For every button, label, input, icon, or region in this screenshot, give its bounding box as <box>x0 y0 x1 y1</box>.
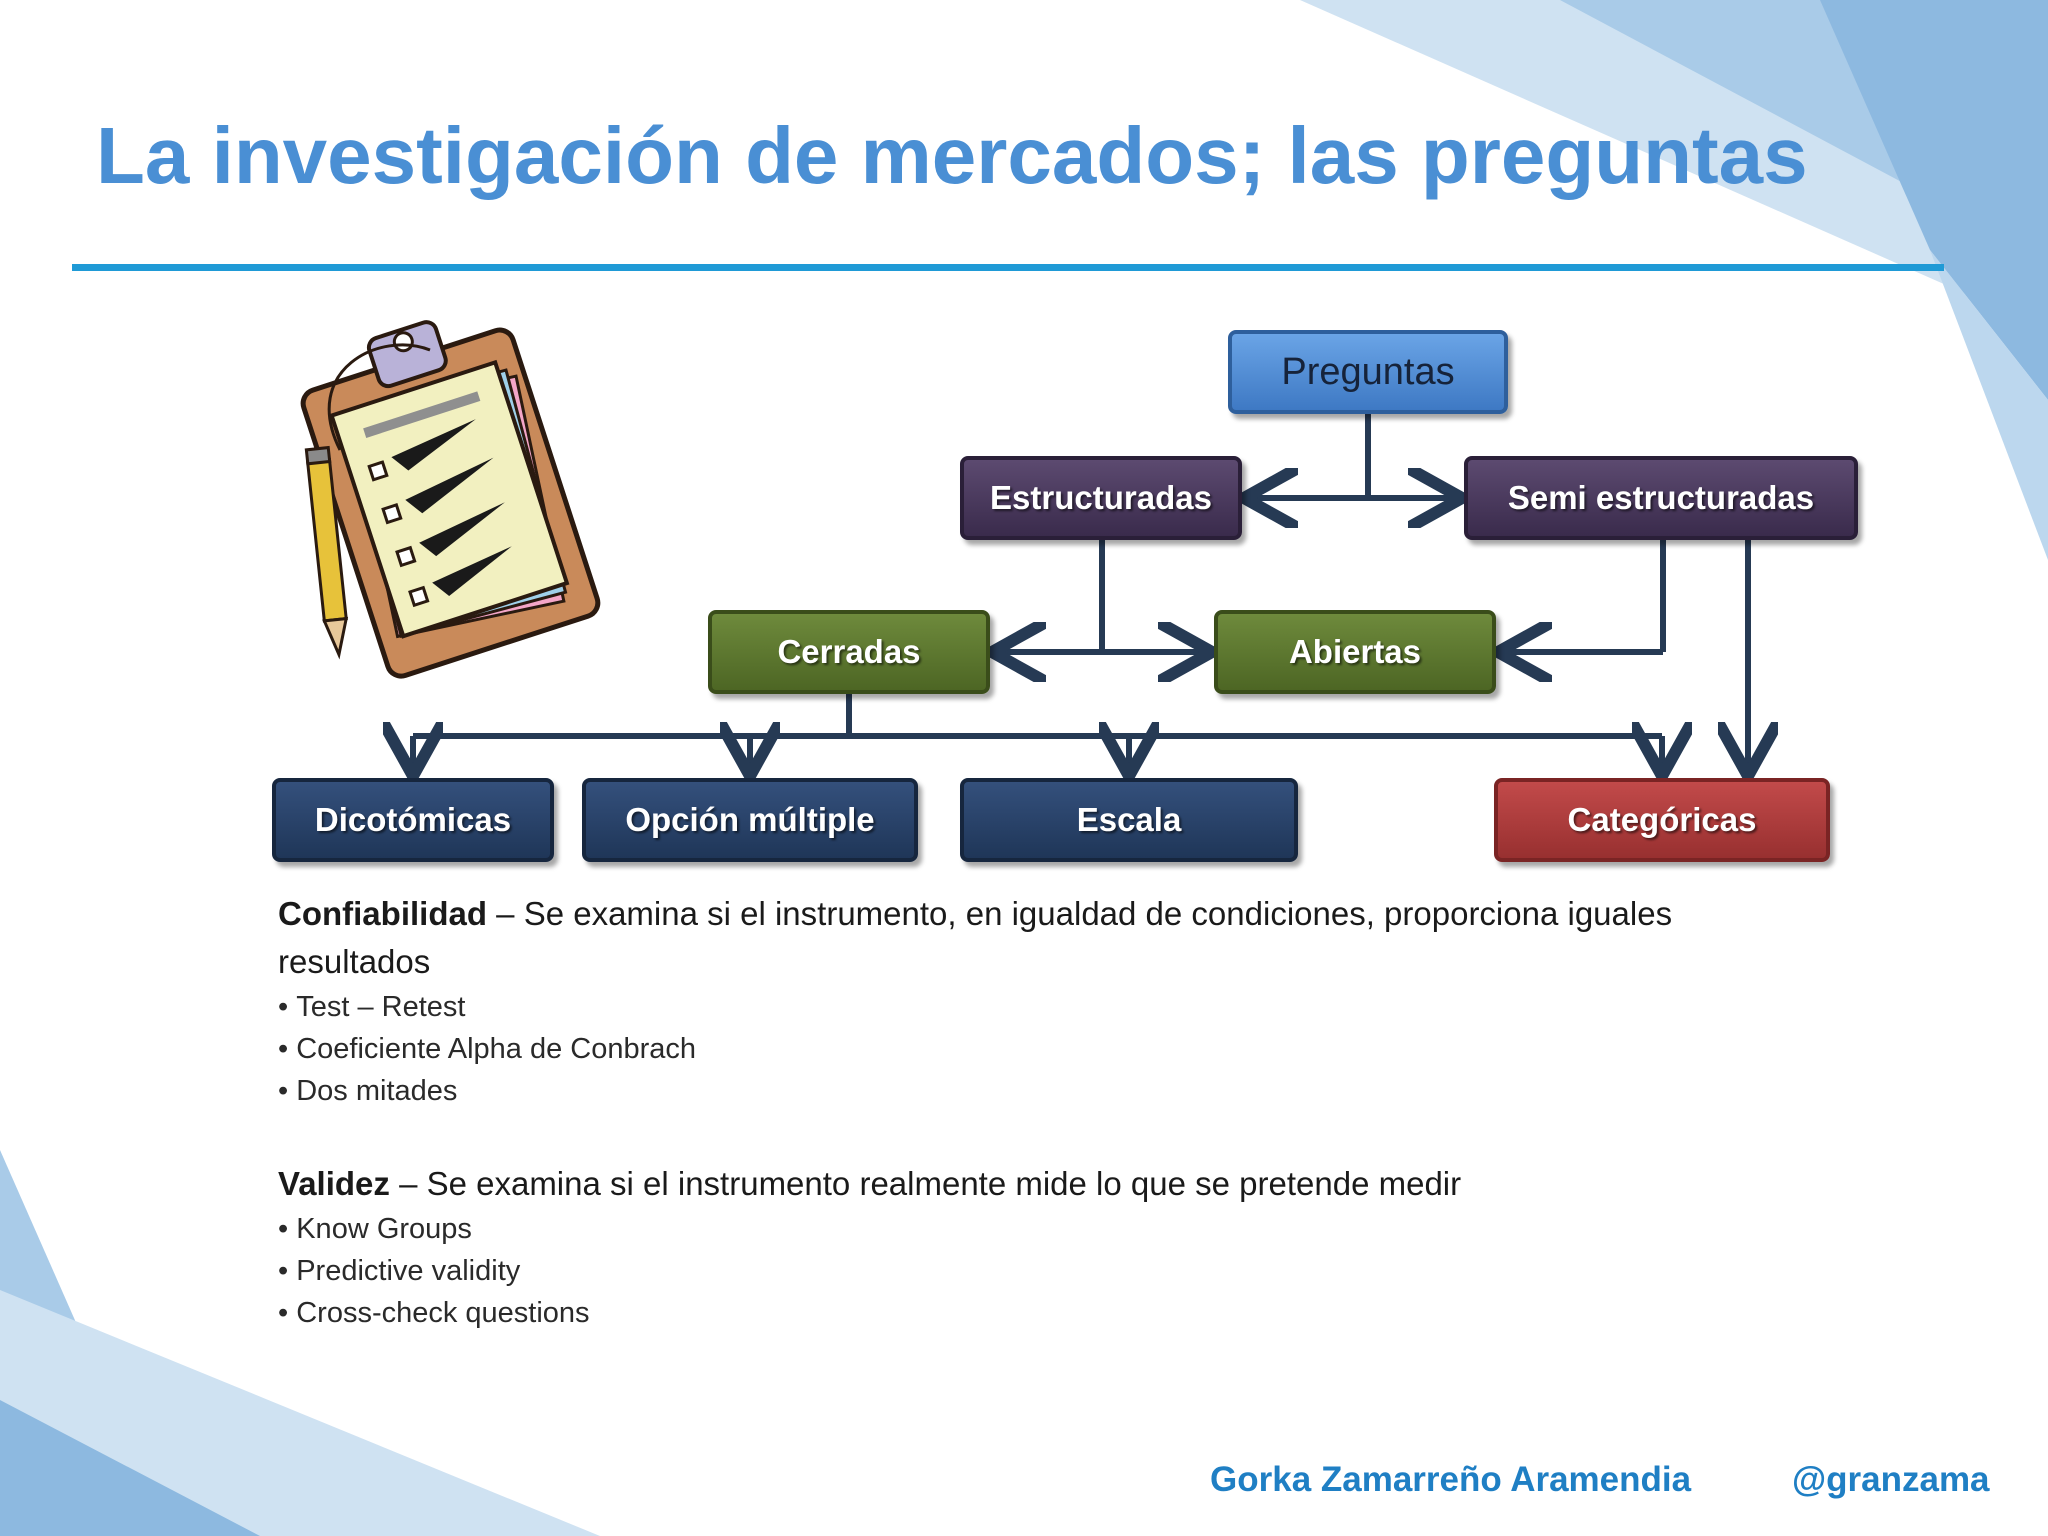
footer-handle: @granzama <box>1792 1460 1990 1500</box>
validez-list: Know Groups Predictive validity Cross-ch… <box>278 1208 1818 1334</box>
list-item: Cross-check questions <box>278 1292 1818 1334</box>
node-abiertas: Abiertas <box>1214 610 1496 694</box>
footer-author: Gorka Zamarreño Aramendia <box>1210 1460 1691 1500</box>
node-semi-estructuradas: Semi estructuradas <box>1464 456 1858 540</box>
node-preguntas: Preguntas <box>1228 330 1508 414</box>
node-categoricas: Categóricas <box>1494 778 1830 862</box>
node-opcion-multiple: Opción múltiple <box>582 778 918 862</box>
list-item: Test – Retest <box>278 986 1818 1028</box>
confiabilidad-section: Confiabilidad – Se examina si el instrum… <box>278 890 1818 1112</box>
confiabilidad-list: Test – Retest Coeficiente Alpha de Conbr… <box>278 986 1818 1112</box>
validez-paragraph: Validez – Se examina si el instrumento r… <box>278 1160 1818 1208</box>
node-cerradas: Cerradas <box>708 610 990 694</box>
validez-section: Validez – Se examina si el instrumento r… <box>278 1160 1818 1334</box>
validez-description: – Se examina si el instrumento realmente… <box>399 1165 1461 1202</box>
list-item: Know Groups <box>278 1208 1818 1250</box>
confiabilidad-description: – Se examina si el instrumento, en igual… <box>278 895 1672 980</box>
node-escala: Escala <box>960 778 1298 862</box>
list-item: Coeficiente Alpha de Conbrach <box>278 1028 1818 1070</box>
list-item: Dos mitades <box>278 1070 1818 1112</box>
node-estructuradas: Estructuradas <box>960 456 1242 540</box>
list-item: Predictive validity <box>278 1250 1818 1292</box>
confiabilidad-term: Confiabilidad <box>278 895 487 932</box>
node-dicotomicas: Dicotómicas <box>272 778 554 862</box>
confiabilidad-paragraph: Confiabilidad – Se examina si el instrum… <box>278 890 1818 986</box>
validez-term: Validez <box>278 1165 390 1202</box>
